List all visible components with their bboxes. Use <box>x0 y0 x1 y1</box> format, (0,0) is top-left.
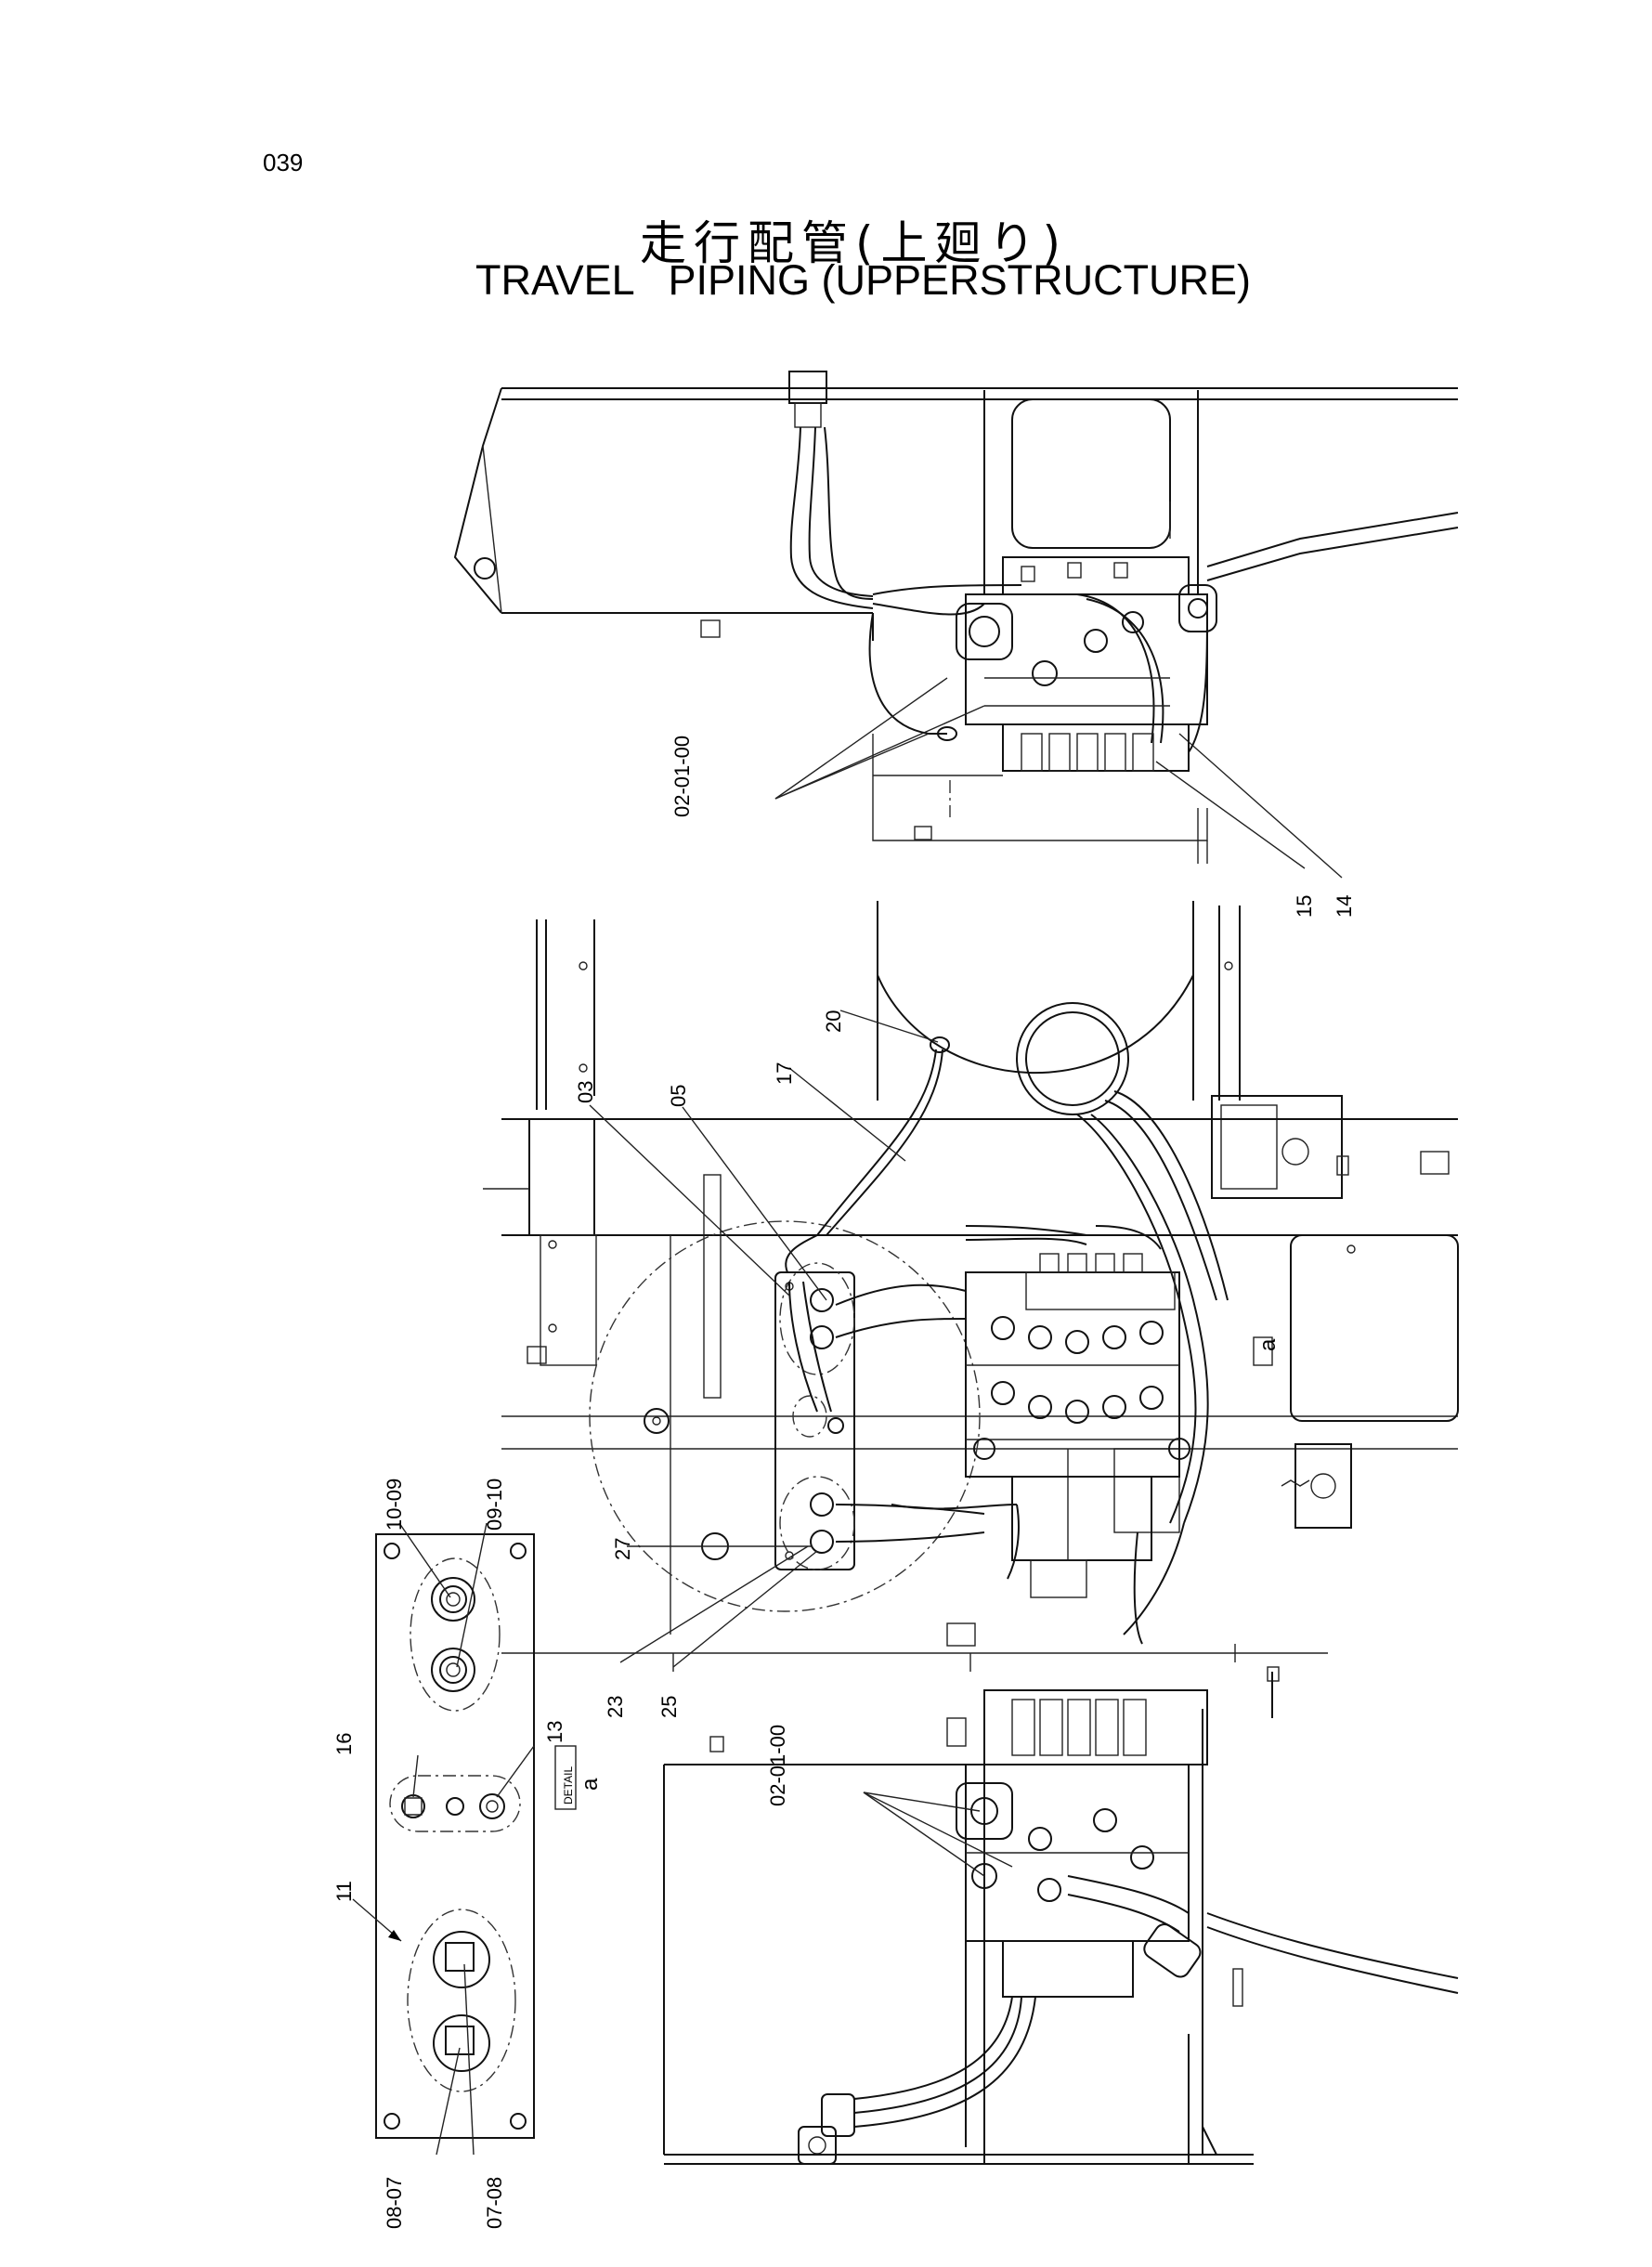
page-number: 039 <box>263 149 304 176</box>
callout-25: 25 <box>657 1696 681 1718</box>
middle-view: a 20 17 03 05 27 23 25 <box>483 901 1459 1718</box>
middle-letter-a: a <box>1255 1338 1281 1351</box>
detail-letter: a <box>578 1778 603 1791</box>
middle-frame <box>483 901 1459 1718</box>
main-view-letter: a <box>1255 1338 1281 1351</box>
callout-detail-bottom-right: 07-08 <box>483 2177 506 2229</box>
detail-a: DETAIL a 10-09 09-10 16 13 11 08-07 07-0… <box>332 1479 603 2229</box>
callout-top-view-group: 02-01-00 <box>670 736 694 817</box>
callout-detail-top-left: 10-09 <box>383 1479 406 1531</box>
top-control-valve <box>956 556 1217 772</box>
title-japanese: 走行配管(上廻り) <box>639 216 1068 270</box>
callout-14: 14 <box>1333 895 1356 918</box>
callout-detail-top-right: 09-10 <box>483 1479 506 1531</box>
callout-13: 13 <box>543 1721 566 1743</box>
bottom-view: 02-01-00 <box>663 1689 1459 2165</box>
callout-20: 20 <box>822 1010 845 1033</box>
callout-16: 16 <box>332 1733 356 1755</box>
bottom-hoses <box>798 1875 1202 2165</box>
callout-23: 23 <box>604 1696 627 1718</box>
middle-control-valve <box>965 1253 1190 1598</box>
callout-27: 27 <box>611 1538 634 1560</box>
detail-callouts: 10-09 09-10 16 13 11 08-07 07-08 <box>332 1479 566 2229</box>
callout-05: 05 <box>667 1085 690 1107</box>
bottom-callouts: 02-01-00 <box>766 1725 1013 1877</box>
callout-detail-bottom-left: 08-07 <box>383 2177 406 2229</box>
callout-11: 11 <box>332 1881 356 1902</box>
top-callouts: 02-01-00 15 14 <box>670 677 1356 918</box>
top-frame <box>453 387 1459 864</box>
callout-15: 15 <box>1293 895 1316 918</box>
callout-bottom-view-group: 02-01-00 <box>766 1725 789 1806</box>
middle-hoses <box>785 1036 1229 1645</box>
top-hoses <box>788 371 1208 753</box>
callout-17: 17 <box>773 1062 796 1085</box>
middle-bracket-plate <box>774 1262 855 1570</box>
bottom-control-valve <box>946 1689 1208 1998</box>
title-english: TRAVEL PIPING (UPPERSTRUCTURE) <box>475 256 1252 304</box>
middle-callouts: 20 17 03 05 27 23 25 <box>574 1010 939 1718</box>
callout-03: 03 <box>574 1081 597 1103</box>
detail-label: DETAIL <box>562 1766 575 1804</box>
top-view: 02-01-00 15 14 <box>453 371 1459 918</box>
